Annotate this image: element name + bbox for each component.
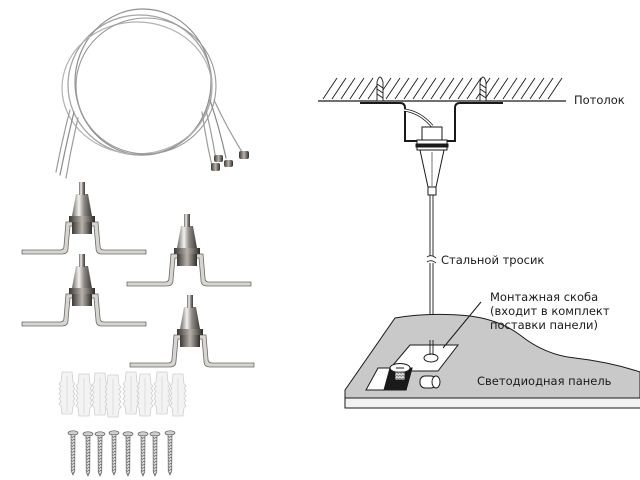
mounting-bracket-label-line1: Монтажная скоба <box>490 290 598 304</box>
screws <box>67 430 176 477</box>
ceiling-label: Потолок <box>574 93 625 107</box>
steel-cable-diagram <box>426 195 437 355</box>
ceiling-anchor-screws <box>376 76 487 102</box>
mounting-bracket-label-line3: поставки панели) <box>490 318 598 332</box>
led-panel-diagram <box>344 313 640 409</box>
leader-lines <box>442 301 482 349</box>
panel-mounting-bracket <box>365 340 460 391</box>
mounting-bracket-label-line2: (входит в комплект <box>490 304 610 318</box>
wall-plugs <box>58 371 187 418</box>
ceiling <box>318 77 566 102</box>
steel-cable-label: Стальной тросик <box>441 253 544 267</box>
led-panel-label: Светодиодная панель <box>477 374 612 388</box>
ceiling-bracket-diagram <box>360 102 503 196</box>
mounting-brackets <box>21 181 255 368</box>
steel-cables <box>55 8 243 179</box>
cable-end-stops <box>211 151 249 171</box>
